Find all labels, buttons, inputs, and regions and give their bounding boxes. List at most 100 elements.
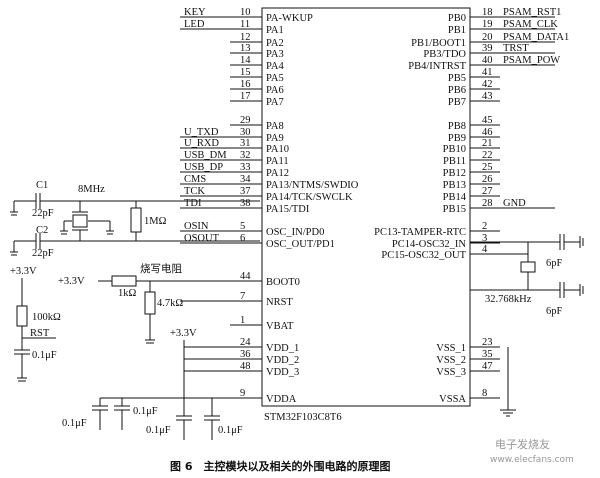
pin-number: 17 bbox=[240, 91, 251, 102]
pin-number: 7 bbox=[240, 291, 245, 302]
figure-caption: 图 6 主控模块以及相关的外围电路的原理图 bbox=[170, 459, 390, 473]
pin-name: PB10 bbox=[443, 144, 466, 155]
pin-name: PB7 bbox=[448, 97, 466, 108]
pin-name: PB5 bbox=[448, 73, 466, 84]
pin-number: 5 bbox=[240, 221, 245, 232]
pin-name: OSC_OUT/PD1 bbox=[266, 239, 335, 250]
r-100k-label: 100kΩ bbox=[32, 312, 61, 323]
pin-name: PB3/TDO bbox=[423, 49, 466, 60]
osc-8mhz-circuit: C1 22pF C2 22pF 8MHz 1MΩ bbox=[10, 180, 260, 259]
pin-name: PB1/BOOT1 bbox=[411, 38, 466, 49]
pin-name: PB1 bbox=[448, 25, 466, 36]
left-pin-group: 10PA-WKUPKEY11PA1LED12PA213PA314PA415PA5… bbox=[180, 7, 359, 405]
pin-signal: KEY bbox=[184, 7, 206, 18]
pin-name: PB14 bbox=[443, 192, 467, 203]
pin-number: 47 bbox=[482, 361, 493, 372]
pin-number: 3 bbox=[482, 233, 487, 244]
pin-number: 19 bbox=[482, 19, 493, 30]
pin-name: PA9 bbox=[266, 133, 284, 144]
pin-signal: TRST bbox=[503, 43, 529, 54]
pin-number: 13 bbox=[240, 43, 251, 54]
pin-name: PA14/TCK/SWCLK bbox=[266, 192, 353, 203]
pin-name: PB4/INTRST bbox=[408, 61, 466, 72]
pin-name: PB15 bbox=[443, 204, 466, 215]
pin-name: PA-WKUP bbox=[266, 13, 313, 24]
pin-name: PA3 bbox=[266, 49, 284, 60]
reset-circuit: +3.3V 100kΩ RST 0.1μF bbox=[10, 266, 61, 382]
pin-signal: USB_DM bbox=[184, 150, 227, 161]
pin-number: 41 bbox=[482, 67, 493, 78]
pin-number: 45 bbox=[482, 115, 493, 126]
pin-name: PA5 bbox=[266, 73, 284, 84]
pin-number: 48 bbox=[240, 361, 251, 372]
pin-number: 36 bbox=[240, 349, 251, 360]
pin-name: PB0 bbox=[448, 13, 466, 24]
pin-number: 33 bbox=[240, 162, 251, 173]
pin-name: VDD_3 bbox=[266, 367, 299, 378]
pin-signal: PSAM_CLK bbox=[503, 19, 558, 30]
pin-name: PA12 bbox=[266, 168, 289, 179]
vcc-left-label: +3.3V bbox=[10, 266, 37, 277]
pin-number: 22 bbox=[482, 150, 493, 161]
r-1k-label: 1kΩ bbox=[118, 288, 137, 299]
pin-number: 37 bbox=[240, 186, 251, 197]
pin-number: 11 bbox=[240, 19, 250, 30]
burn-resistor-label: 烧写电阻 bbox=[140, 262, 182, 275]
pin-number: 46 bbox=[482, 127, 493, 138]
dec-cap-4-label: 0.1μF bbox=[218, 425, 243, 436]
pin-number: 15 bbox=[240, 67, 251, 78]
pin-number: 23 bbox=[482, 337, 493, 348]
pin-number: 32 bbox=[240, 150, 251, 161]
osc-32k-circuit: 6pF 6pF 32.768kHz bbox=[470, 234, 584, 317]
pin-name: OSC_IN/PD0 bbox=[266, 227, 324, 238]
pin-number: 27 bbox=[482, 186, 493, 197]
pin-signal: USB_DP bbox=[184, 162, 223, 173]
watermark-logo: 电子发烧友 bbox=[495, 437, 550, 451]
pin-signal: PSAM_DATA1 bbox=[503, 32, 569, 43]
r-4k7-label: 4.7kΩ bbox=[157, 298, 183, 309]
pin-number: 29 bbox=[240, 115, 251, 126]
pin-name: PA15/TDI bbox=[266, 204, 310, 215]
pin-name: PA7 bbox=[266, 97, 284, 108]
pin-name: VDD_1 bbox=[266, 343, 299, 354]
osc32-cap-top-label: 6pF bbox=[546, 258, 563, 269]
pin-name: PC15-OSC32_OUT bbox=[381, 250, 466, 261]
pin-name: VSS_1 bbox=[436, 343, 466, 354]
r-1m-label: 1MΩ bbox=[144, 216, 167, 227]
osc32-cap-bottom-label: 6pF bbox=[546, 306, 563, 317]
pin-number: 44 bbox=[240, 271, 251, 282]
pin-signal: PSAM_POW bbox=[503, 55, 560, 66]
pin-name: NRST bbox=[266, 297, 293, 308]
pin-name: PC13-TAMPER-RTC bbox=[374, 227, 466, 238]
watermark-url: www.elecfans.com bbox=[490, 455, 574, 465]
pin-number: 40 bbox=[482, 55, 493, 66]
dec-cap-3-label: 0.1μF bbox=[146, 425, 171, 436]
c1-label: C1 bbox=[36, 180, 48, 191]
